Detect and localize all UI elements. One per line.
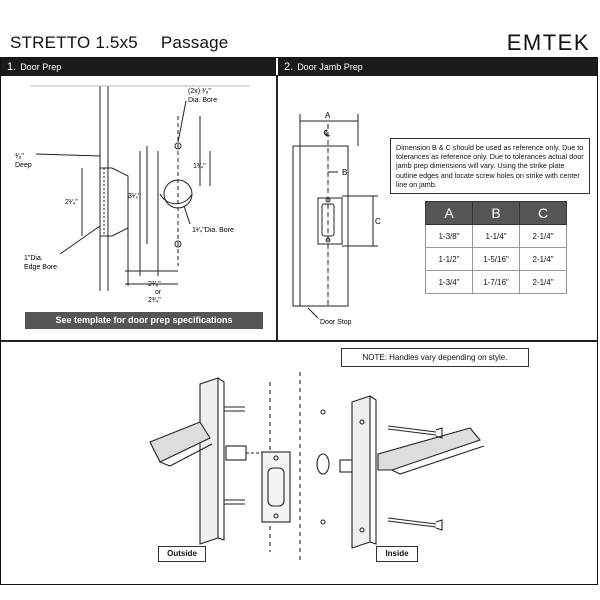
table-row: 1-1/2" 1-5/16" 2-1/4" bbox=[425, 247, 567, 271]
edge-bore-label-2: Edge Bore bbox=[24, 264, 57, 271]
table-header-c: C bbox=[519, 201, 567, 225]
table-header-row: A B C bbox=[425, 201, 567, 225]
table-row: 1-3/4" 1-7/16" 2-1/4" bbox=[425, 270, 567, 294]
deep-label-2: Deep bbox=[15, 162, 32, 169]
table-cell: 1-3/8" bbox=[425, 224, 473, 248]
section-divider-horizontal bbox=[0, 340, 598, 342]
jamb-prep-diagram: A ℄ B C Door Stop bbox=[292, 111, 381, 326]
backset-or: or bbox=[155, 289, 162, 296]
jamb-dimension-table: A B C 1-3/8" 1-1/4" 2-1/4" 1-1/2" 1-5/16… bbox=[425, 201, 567, 294]
inside-label: Inside bbox=[376, 546, 418, 562]
jamb-note: Dimension B & C should be used as refere… bbox=[390, 138, 590, 195]
table-cell: 2-1/4" bbox=[519, 247, 567, 271]
table-cell: 1-5/16" bbox=[472, 247, 520, 271]
handles-note: NOTE: Handles vary depending on style. bbox=[341, 348, 529, 367]
deep-label: ¹⁄₈" bbox=[15, 153, 24, 160]
section-title: Door Prep bbox=[20, 62, 62, 72]
backset-b: 2³⁄₄" bbox=[148, 297, 161, 304]
offset-label: 1³⁄₄" bbox=[193, 163, 206, 170]
dim-a-label: A bbox=[325, 111, 331, 120]
table-cell: 2-1/4" bbox=[519, 270, 567, 294]
dim-c-label: C bbox=[375, 217, 381, 226]
outside-label: Outside bbox=[158, 546, 206, 562]
bore-callout-2: Dia. Bore bbox=[188, 97, 217, 104]
instruction-frame bbox=[0, 57, 598, 585]
door-stop-label: Door Stop bbox=[320, 319, 352, 326]
section-divider-vertical bbox=[276, 75, 278, 340]
table-header-b: B bbox=[472, 201, 520, 225]
table-cell: 1-1/4" bbox=[472, 224, 520, 248]
exploded-assembly-diagram bbox=[149, 372, 485, 562]
door-prep-diagram: (2x) ³⁄₈" Dia. Bore ¹⁄₈" Deep 2¹⁄₄" 3¹⁄₂… bbox=[15, 85, 250, 304]
document-title: STRETTO 1.5x5 Passage bbox=[10, 33, 228, 53]
table-cell: 1-7/16" bbox=[472, 270, 520, 294]
main-bore-label: 1¹⁄₄"Dia. Bore bbox=[192, 227, 234, 234]
bore-callout: (2x) ³⁄₈" bbox=[188, 88, 211, 95]
brand-logo: EMTEK bbox=[506, 30, 590, 55]
dim-b-label: B bbox=[342, 168, 347, 177]
table-cell: 2-1/4" bbox=[519, 224, 567, 248]
centerline-label: ℄ bbox=[323, 128, 330, 138]
function-name: Passage bbox=[160, 33, 229, 52]
table-header-a: A bbox=[425, 201, 473, 225]
backset-a: 2³⁄₈" bbox=[148, 281, 161, 288]
table-cell: 1-3/4" bbox=[425, 270, 473, 294]
section-title: Door Jamb Prep bbox=[297, 62, 363, 72]
section-number: 2. bbox=[284, 61, 294, 73]
edge-bore-label: 1"Dia. bbox=[24, 255, 43, 262]
table-row: 1-3/8" 1-1/4" 2-1/4" bbox=[425, 224, 567, 248]
height-label: 2¹⁄₄" bbox=[65, 199, 78, 206]
spacing-label: 3¹⁄₂" bbox=[128, 193, 141, 200]
product-name: STRETTO 1.5x5 bbox=[10, 33, 138, 52]
table-cell: 1-1/2" bbox=[425, 247, 473, 271]
section-jamb-prep-header: 2.Door Jamb Prep bbox=[278, 58, 597, 76]
section-number: 1. bbox=[7, 61, 17, 73]
template-note-bar: See template for door prep specification… bbox=[25, 312, 263, 329]
section-door-prep-header: 1.Door Prep bbox=[1, 58, 276, 76]
